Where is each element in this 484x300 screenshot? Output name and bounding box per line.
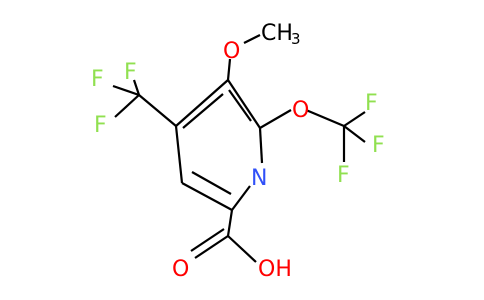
bond-o-cf3-carbon: [305, 108, 345, 128]
ocf3-fluorine-top-label: F: [365, 91, 378, 116]
bond-ring-c4-c5: [181, 182, 233, 211]
cf3-fluorine-top-label: F: [124, 60, 137, 85]
bond-c6-o-ocf3: [259, 109, 292, 129]
methyl-subscript: 3: [291, 30, 301, 48]
cf3-fluorine-left-label: F: [91, 67, 104, 92]
bond-c2-o-methoxy: [226, 58, 232, 81]
ocf3-fluorine-right-label: F: [372, 133, 385, 158]
bond-ring-c6-c2: [227, 79, 261, 129]
bond-cf3-f-bottom: [114, 94, 140, 118]
bond-c-o-double-b: [190, 228, 225, 252]
bond-cf3-f-left: [112, 84, 140, 97]
bond-ring-n-c6: [258, 127, 264, 164]
bond-c5-cooh: [226, 209, 234, 237]
ocf3-fluorine-bottom-label: F: [337, 163, 350, 188]
bond-ring-c4-c5-inner: [191, 171, 232, 195]
bond-ring-c6-c2-inner: [228, 89, 252, 122]
cf3-fluorine-bottom-label: F: [94, 113, 107, 138]
bond-ocf3-f-top: [343, 111, 366, 127]
bond-o-methyl: [243, 34, 261, 44]
acid-hydroxyl-label: OH: [258, 257, 292, 282]
bond-ocf3-f-right: [343, 125, 366, 143]
methyl-label: CH: [261, 21, 293, 46]
bond-ring-c5-n: [231, 185, 251, 211]
bond-cf3-f-top: [132, 79, 141, 96]
bond-ring-c2-c3: [175, 79, 229, 127]
acid-carbonyl-oxygen-label: O: [172, 257, 189, 282]
bond-c-o-double-a: [194, 235, 229, 259]
ocf3-oxygen-label: O: [292, 98, 309, 123]
ring-nitrogen-label: N: [251, 166, 267, 191]
bond-c-oh: [227, 235, 257, 263]
bond-c3-cf3: [138, 94, 177, 127]
bond-ring-c2-c3-inner: [182, 93, 224, 129]
bond-ring-c3-c4: [174, 125, 184, 184]
methoxy-oxygen-label: O: [223, 39, 240, 64]
